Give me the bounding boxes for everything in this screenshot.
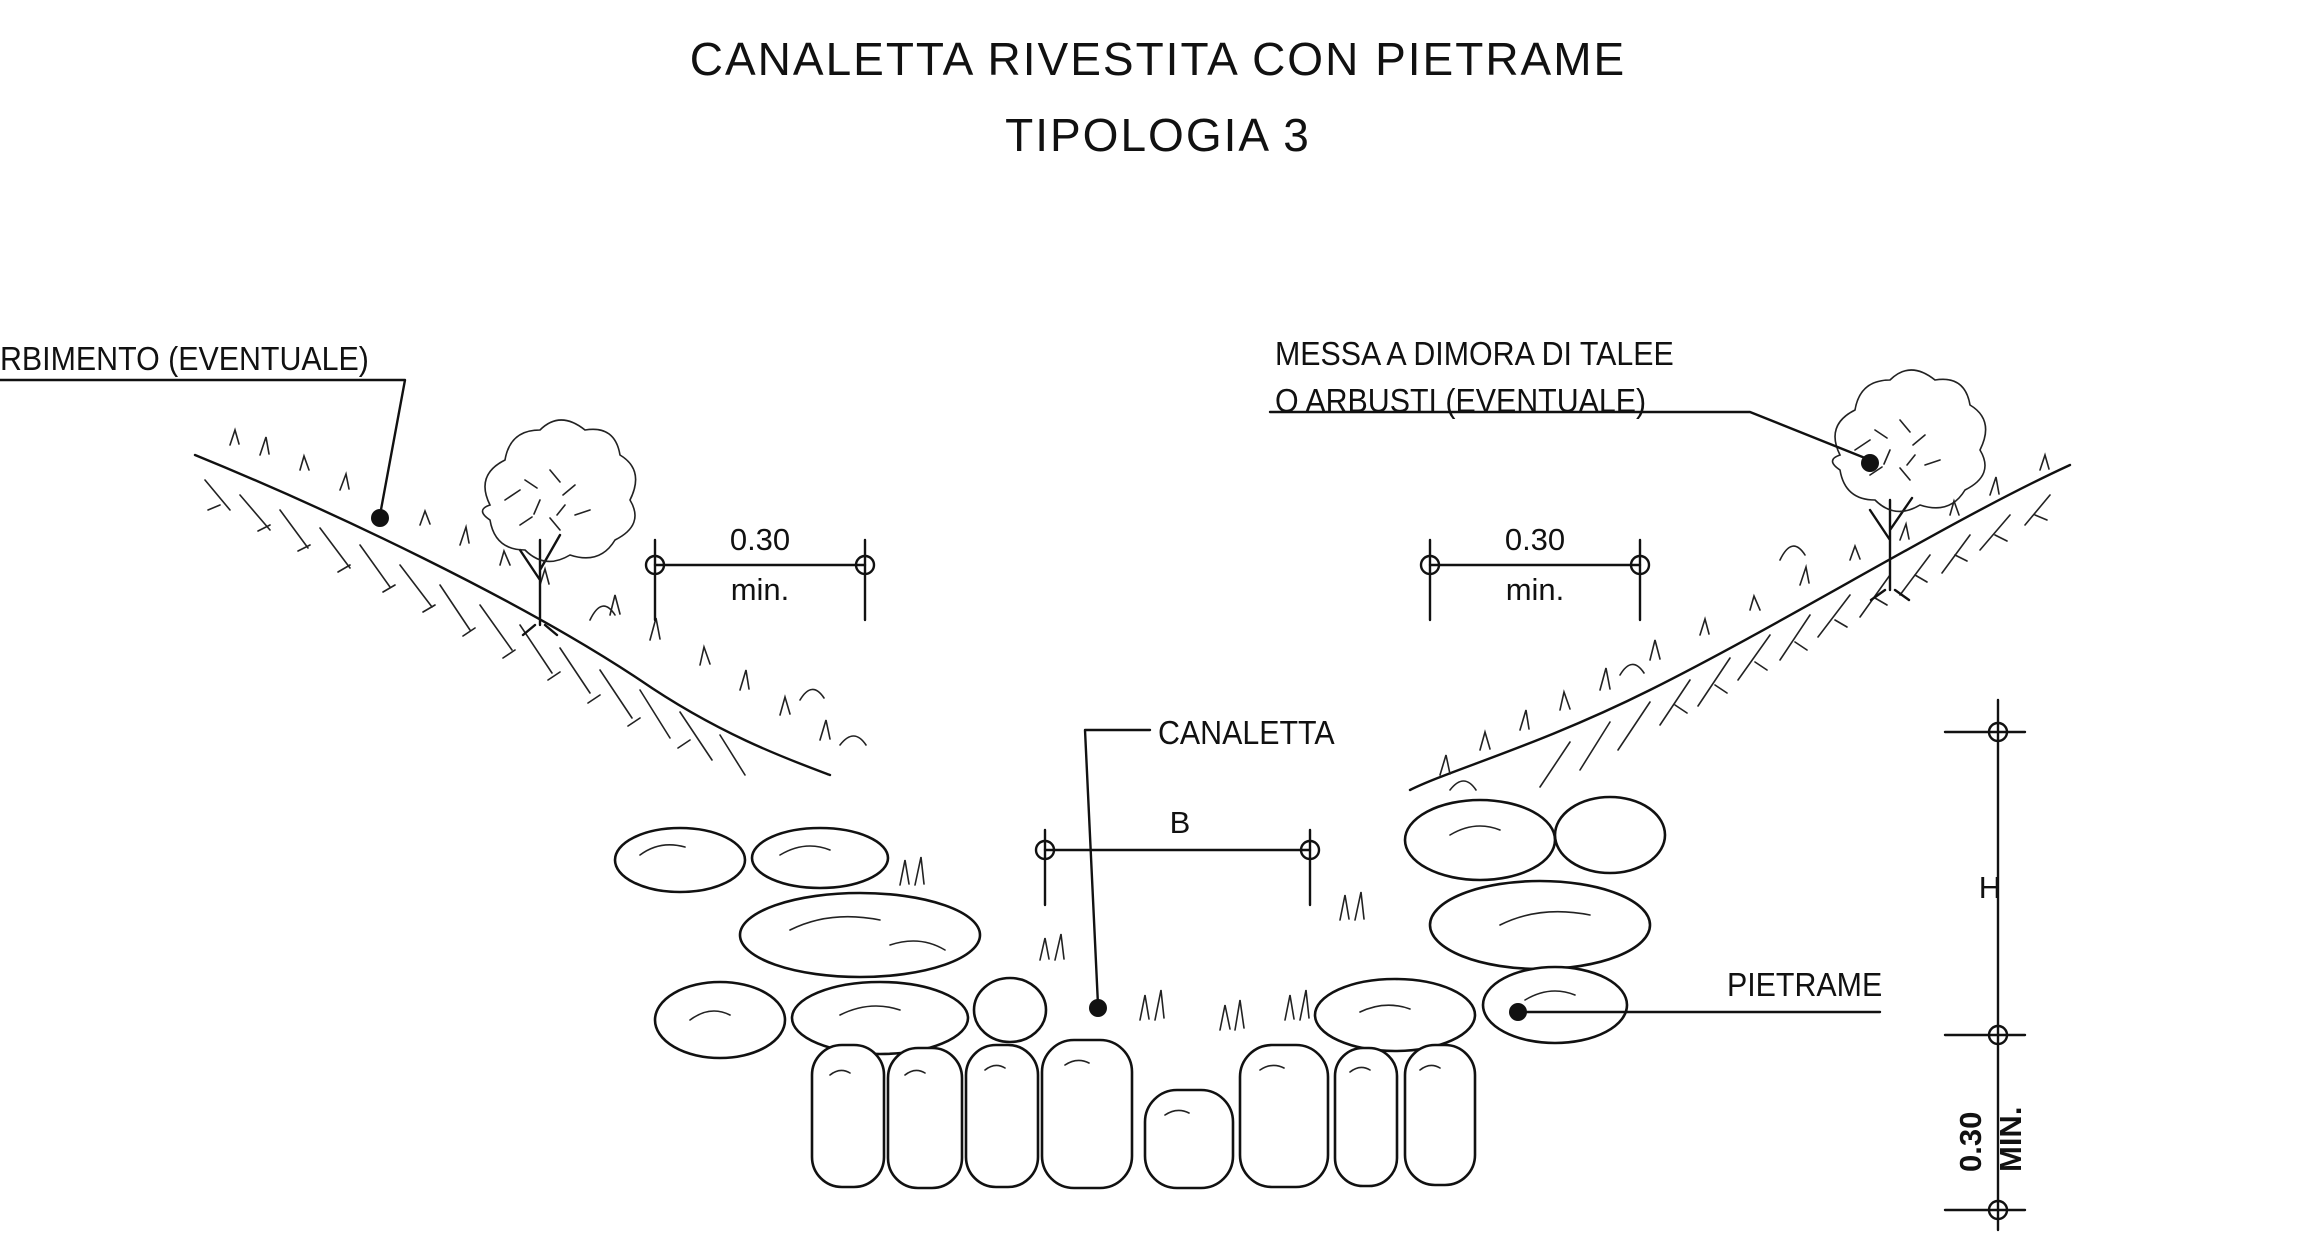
crosshair-circle-icon: [1629, 554, 1651, 576]
label-messa-line2: O ARBUSTI (EVENTUALE): [1275, 382, 1647, 419]
right-offset-value: 0.30: [1504, 522, 1566, 557]
crosshair-circle-icon: [1299, 839, 1321, 861]
left-slope: [193, 427, 867, 777]
crosshair-circle-icon: [1419, 554, 1441, 576]
left-offset-unit: min.: [730, 572, 790, 607]
left-offset-value: 0.30: [729, 522, 791, 557]
right-slope: [1408, 452, 2072, 792]
crosshair-circle-icon: [1034, 839, 1056, 861]
filled-dot-icon: [1089, 999, 1107, 1017]
label-inerbimento: RBIMENTO (EVENTUALE): [0, 340, 369, 377]
dimension-lines: [0, 378, 2027, 1232]
drawing-subtitle: TIPOLOGIA 3: [1005, 109, 1311, 161]
drawing-title: CANALETTA RIVESTITA CON PIETRAME: [689, 33, 1627, 85]
crosshair-circle-icon: [1987, 1024, 2009, 1046]
crosshair-circle-icon: [854, 554, 876, 576]
bottom-thickness-value: 0.30: [1953, 1111, 1988, 1172]
stone-lining: [613, 795, 1667, 1190]
bottom-thickness-unit: MIN.: [1993, 1106, 2028, 1172]
right-offset-unit: min.: [1505, 572, 1565, 607]
crosshair-circle-icon: [1987, 1199, 2009, 1221]
base-width-label: B: [1169, 805, 1191, 840]
label-canaletta: CANALETTA: [1158, 714, 1335, 751]
label-pietrame: PIETRAME: [1727, 966, 1883, 1003]
crosshair-circle-icon: [1987, 721, 2009, 743]
filled-dot-icon: [1509, 1003, 1527, 1021]
filled-dot-icon: [371, 509, 389, 527]
label-messa-line1: MESSA A DIMORA DI TALEE: [1275, 335, 1674, 372]
height-label: H: [1978, 870, 2002, 905]
filled-dot-icon: [1861, 454, 1879, 472]
shrub-icon-right: [1831, 369, 1987, 602]
shrub-icon-left: [481, 419, 637, 637]
crosshair-circle-icon: [644, 554, 666, 576]
